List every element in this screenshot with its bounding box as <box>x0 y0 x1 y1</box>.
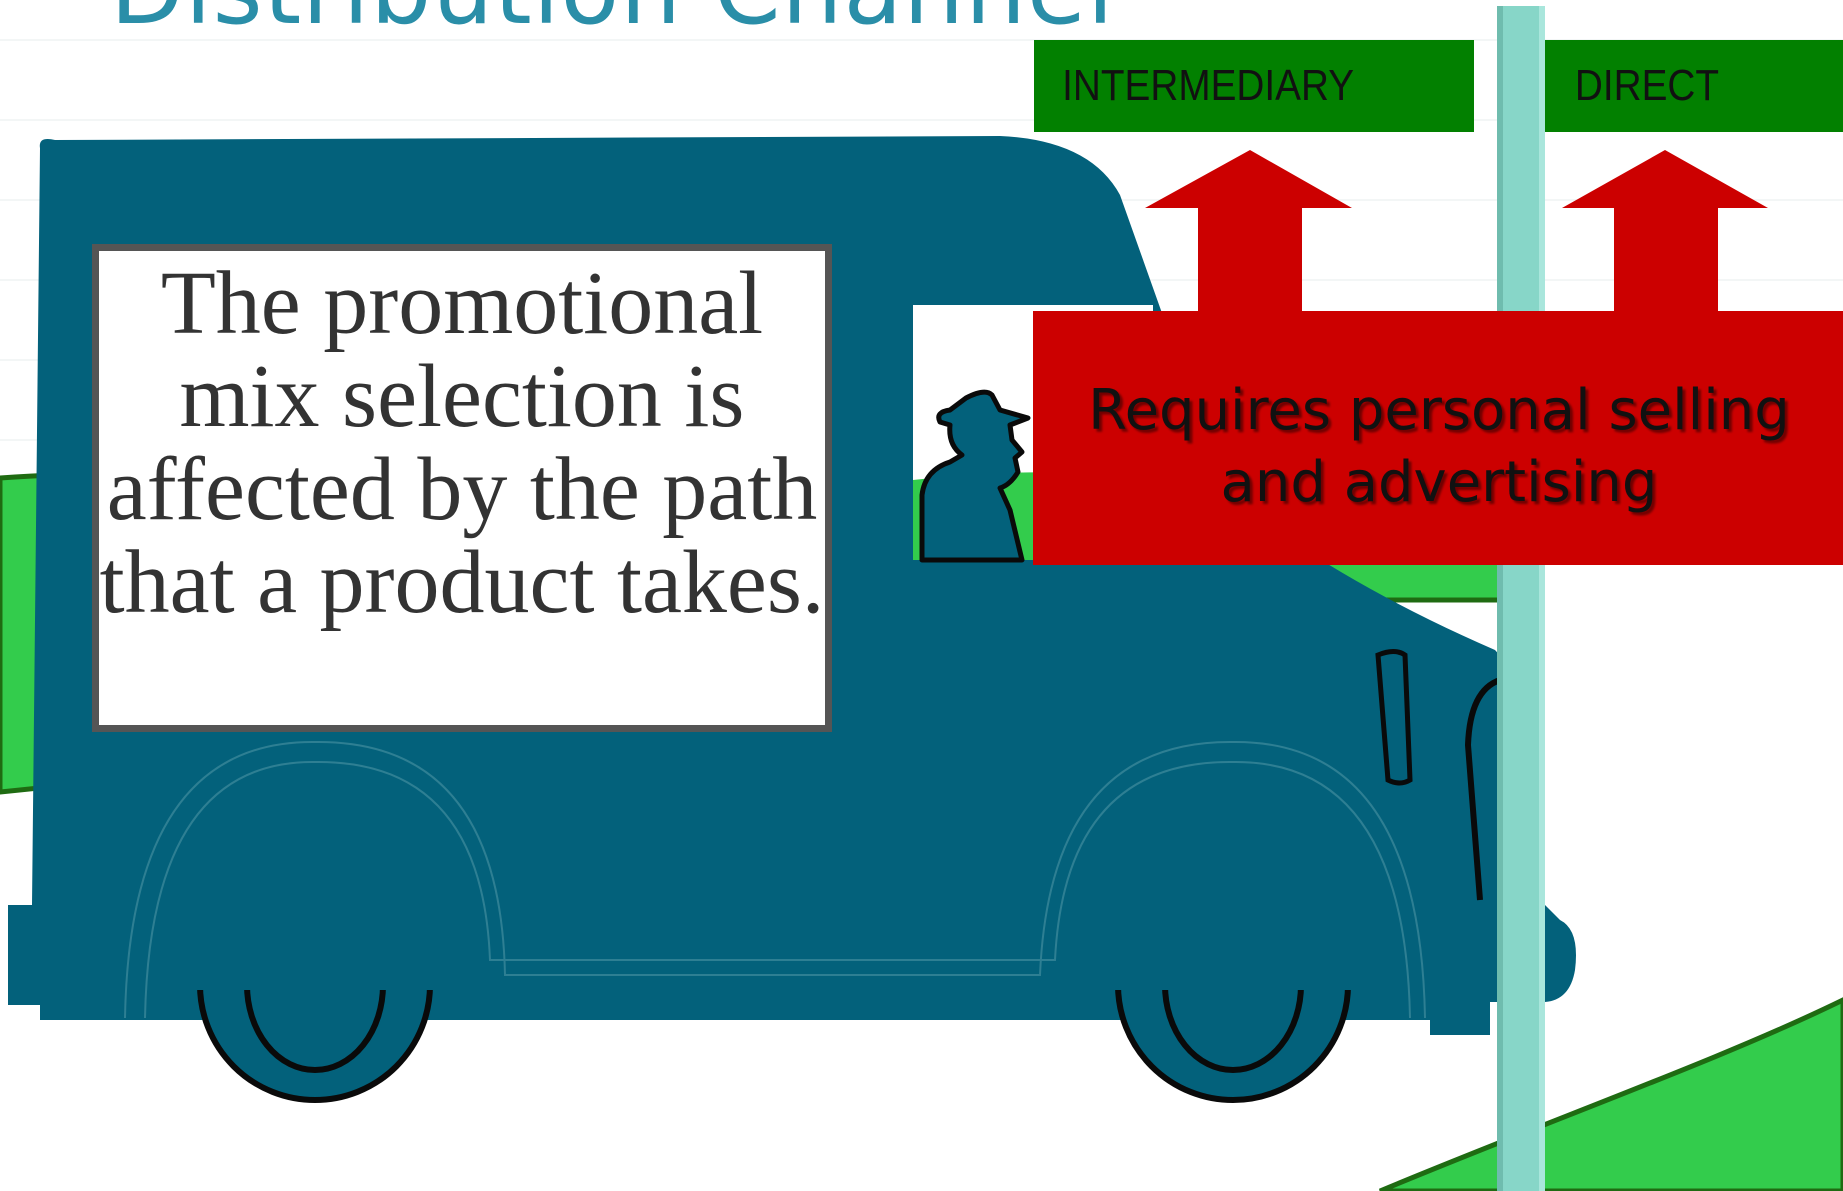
callout-box: Requires personal selling and advertisin… <box>1033 311 1843 565</box>
signpost-icon <box>1497 6 1545 1191</box>
hill-right <box>1379 997 1843 1191</box>
sign-direct: DIRECT <box>1545 40 1843 132</box>
sign-intermediary-label: INTERMEDIARY <box>1062 61 1355 110</box>
sign-direct-label: DIRECT <box>1574 61 1720 110</box>
body-text: The promotional mix selection is affecte… <box>99 254 825 632</box>
driver-icon <box>919 389 1031 563</box>
arrow-up-icon <box>1562 150 1768 315</box>
sign-intermediary: INTERMEDIARY <box>1034 40 1474 132</box>
body-text-box: The promotional mix selection is affecte… <box>92 244 832 732</box>
slide-title: Distribution Channel <box>110 0 1310 38</box>
arrow-up-icon <box>1145 150 1352 315</box>
callout-text: Requires personal selling and advertisin… <box>1088 378 1790 515</box>
